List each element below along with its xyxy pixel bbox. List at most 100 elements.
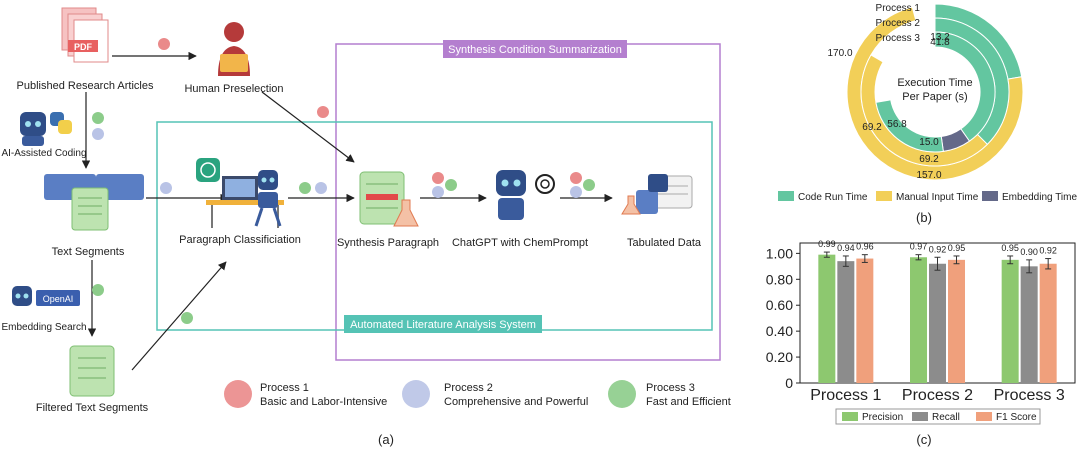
process1-dot xyxy=(158,38,170,50)
bar-recall xyxy=(1020,266,1038,383)
ring-label-process3: Process 3 xyxy=(876,33,921,44)
legend-code-swatch xyxy=(778,191,794,201)
bar-value-label: 0.92 xyxy=(929,244,947,254)
x-tick-label: Process 3 xyxy=(994,387,1065,404)
pdf-label: PDF xyxy=(74,42,93,52)
legend-code: Code Run Time xyxy=(798,192,868,203)
openai-label: OpenAI xyxy=(43,294,74,304)
node-coding: AI-Assisted Coding xyxy=(1,148,86,159)
node-chatgpt: ChatGPT with ChemPrompt xyxy=(452,237,588,249)
flask-icon xyxy=(621,195,641,215)
y-tick-label: 1.00 xyxy=(766,245,793,261)
donut-ring3-segment xyxy=(875,99,944,153)
donut-center-line1: Execution Time xyxy=(897,77,972,89)
legend-label: Recall xyxy=(932,412,960,423)
bar-value-label: 0.99 xyxy=(818,239,836,249)
x-tick-label: Process 2 xyxy=(902,387,973,404)
process2-dot xyxy=(432,186,444,198)
arrow-preselection-to-synthesis xyxy=(261,91,355,163)
summarization-title-bg xyxy=(443,40,627,58)
bar-value-label: 0.92 xyxy=(1039,246,1057,256)
scroll-icon xyxy=(359,171,405,225)
legend-label: Precision xyxy=(862,412,903,423)
val-p1-embed: 15.0 xyxy=(919,137,939,148)
val-p3-code: 41.8 xyxy=(930,37,950,48)
val-p3-total: 69.2 xyxy=(862,122,882,133)
system-title: Automated Literature Analysis System xyxy=(350,319,536,331)
process3-dot xyxy=(299,182,311,194)
process3-dot xyxy=(92,284,104,296)
legend-embed: Embedding Time xyxy=(1002,192,1077,203)
bar-precision xyxy=(818,254,836,383)
val-p1-total: 69.2 xyxy=(919,154,939,165)
bar-recall xyxy=(929,263,946,383)
legend-manual-swatch xyxy=(876,191,892,201)
val-p2-total: 170.0 xyxy=(827,48,852,59)
legend-process1-title: Process 1 xyxy=(260,382,309,394)
y-tick-label: 0.20 xyxy=(766,349,793,365)
robot-icon xyxy=(12,286,32,306)
bar-value-label: 0.96 xyxy=(856,242,874,252)
legend-process2: Process 2 Comprehensive and Powerful xyxy=(402,380,588,408)
legend-swatch xyxy=(912,412,928,421)
bar-value-label: 0.90 xyxy=(1020,247,1038,257)
node-embedding: Embedding Search xyxy=(1,322,86,333)
bar-f1-score xyxy=(856,258,874,383)
bar-value-label: 0.95 xyxy=(948,243,966,253)
node-filtered: Filtered Text Segments xyxy=(36,402,149,414)
process3-dot xyxy=(583,179,595,191)
bar-recall xyxy=(837,261,855,383)
y-tick-label: 0.80 xyxy=(766,271,793,287)
legend-process1: Process 1 Basic and Labor-Intensive xyxy=(224,380,387,408)
process2-dot xyxy=(160,182,172,194)
y-tick-label: 0.40 xyxy=(766,323,793,339)
node-tabulated: Tabulated Data xyxy=(627,237,702,249)
robot-icon xyxy=(20,112,46,146)
scroll-icon xyxy=(44,174,144,231)
caption-b: (b) xyxy=(916,210,932,225)
caption-c: (c) xyxy=(916,432,931,447)
node-published: Published Research Articles xyxy=(17,80,154,92)
python-icon xyxy=(50,112,72,134)
legend-swatch xyxy=(842,412,858,421)
flask-icon xyxy=(393,199,419,227)
process3-dot xyxy=(92,112,104,124)
caption-a: (a) xyxy=(378,432,394,447)
legend-label: F1 Score xyxy=(996,412,1037,423)
donut-center-line2: Per Paper (s) xyxy=(902,91,967,103)
process3-dot xyxy=(181,312,193,324)
x-tick-label: Process 1 xyxy=(810,387,881,404)
process2-dot xyxy=(92,128,104,140)
val-p1-code: 13.2 xyxy=(930,32,950,43)
bar-value-label: 0.97 xyxy=(910,242,928,252)
legend-process2-subtitle: Comprehensive and Powerful xyxy=(444,396,588,408)
bar-f1-score xyxy=(948,259,965,383)
system-title-bg xyxy=(344,315,542,333)
ring-label-process2: Process 2 xyxy=(876,18,921,29)
legend-process2-title: Process 2 xyxy=(444,382,493,394)
bar-value-label: 0.94 xyxy=(837,243,855,253)
val-p2-code: 56.8 xyxy=(887,119,907,130)
process2-dot xyxy=(570,186,582,198)
y-tick-label: 0.60 xyxy=(766,297,793,313)
y-tick-label: 0 xyxy=(785,375,793,391)
process3-dot xyxy=(445,179,457,191)
node-segments: Text Segments xyxy=(52,246,125,258)
legend-swatch xyxy=(976,412,992,421)
node-preselection: Human Preselection xyxy=(184,83,283,95)
openai-icon: OpenAI xyxy=(36,290,80,306)
node-synthesis: Synthesis Paragraph xyxy=(337,237,439,249)
process1-dot xyxy=(570,172,582,184)
pdf-icon: PDF xyxy=(61,7,109,63)
bar-precision xyxy=(910,257,927,383)
robot-icon xyxy=(496,170,526,220)
legend-embed-swatch xyxy=(982,191,998,201)
system-box xyxy=(156,121,713,331)
legend-process3-title: Process 3 xyxy=(646,382,695,394)
table-icon xyxy=(636,174,693,214)
openai-icon xyxy=(535,174,555,194)
scroll-icon xyxy=(69,345,115,397)
